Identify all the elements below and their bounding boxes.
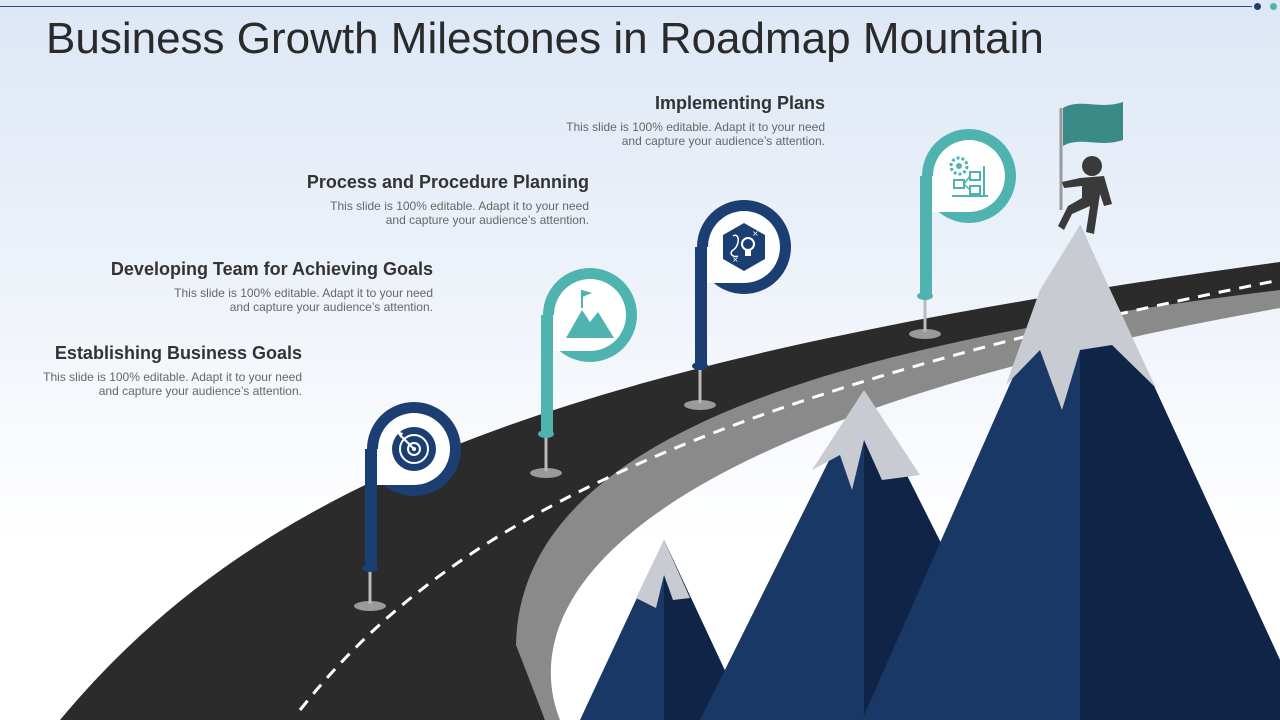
milestone-description-line2: and capture your audience’s attention. bbox=[385, 213, 589, 227]
svg-text:×: × bbox=[732, 255, 739, 264]
milestone-heading: Process and Procedure Planning bbox=[306, 172, 589, 192]
gear-flowchart-icon bbox=[949, 156, 988, 197]
milestone-pin-3: × × bbox=[684, 200, 791, 410]
idea-bulb-icon: × × bbox=[723, 223, 765, 271]
milestone-text-3: Process and Procedure Planning This slid… bbox=[307, 172, 589, 227]
milestone-description-line1: This slide is 100% editable. Adapt it to… bbox=[566, 120, 825, 134]
top-dot-teal bbox=[1270, 3, 1277, 10]
mountain-flag-icon bbox=[566, 290, 614, 338]
milestone-pin-4 bbox=[909, 129, 1016, 339]
milestone-description-line2: and capture your audience’s attention. bbox=[229, 300, 433, 314]
milestone-description-line2: and capture your audience’s attention. bbox=[621, 134, 825, 148]
milestone-description-line1: This slide is 100% editable. Adapt it to… bbox=[174, 286, 433, 300]
milestone-pin-1 bbox=[354, 402, 461, 611]
top-dot-navy bbox=[1254, 3, 1261, 10]
milestone-text-1: Establishing Business Goals This slide i… bbox=[43, 343, 302, 398]
milestone-text-4: Implementing Plans This slide is 100% ed… bbox=[566, 93, 825, 148]
milestone-pin-2 bbox=[530, 268, 637, 478]
milestone-heading: Developing Team for Achieving Goals bbox=[110, 259, 433, 279]
slide-title: Business Growth Milestones in Roadmap Mo… bbox=[46, 14, 1044, 63]
milestone-description-line2: and capture your audience’s attention. bbox=[98, 384, 302, 398]
milestone-text-2: Developing Team for Achieving Goals This… bbox=[111, 259, 433, 314]
milestone-description-line1: This slide is 100% editable. Adapt it to… bbox=[43, 370, 302, 384]
target-icon bbox=[392, 427, 436, 471]
milestone-description-line1: This slide is 100% editable. Adapt it to… bbox=[330, 199, 589, 213]
milestone-heading: Establishing Business Goals bbox=[54, 343, 302, 363]
top-divider-line bbox=[0, 6, 1252, 7]
mountains bbox=[580, 225, 1280, 720]
milestone-heading: Implementing Plans bbox=[654, 93, 825, 113]
summit-person-flag bbox=[1058, 102, 1123, 234]
svg-text:×: × bbox=[752, 229, 759, 238]
